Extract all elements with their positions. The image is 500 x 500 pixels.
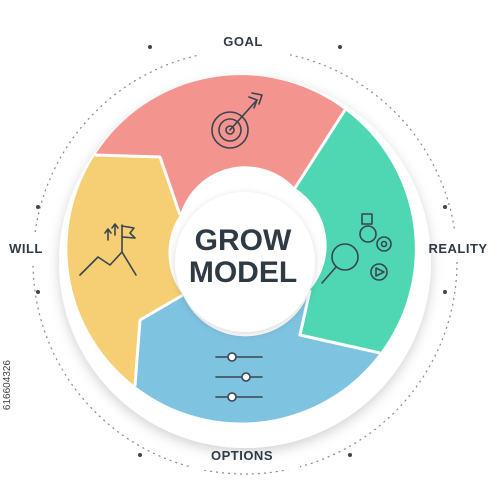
ring-dot <box>443 205 447 209</box>
center-circle <box>175 192 315 332</box>
segment-reality[interactable] <box>295 110 415 353</box>
magnifier-shapes-icon <box>321 213 392 284</box>
label-goal: GOAL <box>223 34 263 49</box>
ring-dot <box>338 45 342 49</box>
ring-dot <box>348 453 352 457</box>
ring-dot <box>36 205 40 209</box>
center-title-line-2: MODEL <box>189 256 297 289</box>
mountain-flag-icon <box>79 223 137 276</box>
ring-dot <box>148 45 152 49</box>
sliders-icon <box>215 352 263 402</box>
target-icon <box>211 92 263 149</box>
label-options: OPTIONS <box>211 448 273 463</box>
segment-will[interactable] <box>67 155 183 386</box>
ring-dot <box>138 453 142 457</box>
label-will: WILL <box>9 241 43 256</box>
side-id-text: 616604326 <box>2 360 13 411</box>
label-reality: REALITY <box>428 241 487 256</box>
ring-dot <box>443 290 447 294</box>
ring-dot <box>36 290 40 294</box>
center-title-line-1: GROW <box>195 224 292 257</box>
